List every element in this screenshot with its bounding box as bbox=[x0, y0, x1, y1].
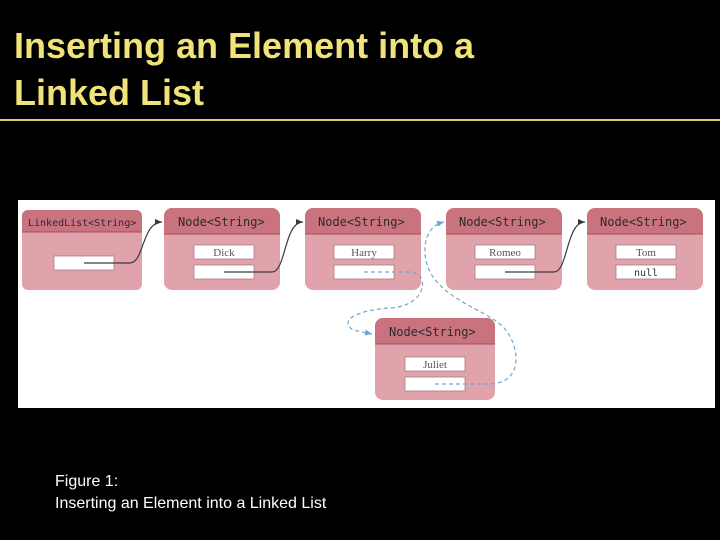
node-value: Tom bbox=[636, 247, 656, 259]
linkedlist-label: LinkedList<String> bbox=[28, 218, 136, 229]
caption-line-2: Inserting an Element into a Linked List bbox=[55, 495, 327, 512]
node-value: Romeo bbox=[489, 247, 521, 259]
juliet-to-romeo-link bbox=[424, 220, 517, 385]
linked-list-diagram: LinkedList<String> Node<String> Dick Nod… bbox=[22, 208, 703, 400]
node-type-label: Node<String> bbox=[600, 215, 687, 229]
figure-caption: Figure 1: Inserting an Element into a Li… bbox=[55, 471, 326, 515]
title-line-1: Inserting an Element into a bbox=[14, 25, 475, 66]
node-harry: Node<String> Harry bbox=[305, 208, 421, 290]
node-tom: Node<String> Tom null bbox=[587, 208, 703, 290]
slide-title: Inserting an Element into a Linked List bbox=[14, 22, 704, 116]
node-value: Harry bbox=[351, 247, 377, 259]
node-type-label: Node<String> bbox=[318, 215, 405, 229]
node-romeo: Node<String> Romeo bbox=[446, 208, 562, 290]
node-type-label: Node<String> bbox=[178, 215, 265, 229]
next-link-arrow bbox=[224, 219, 304, 273]
data-field bbox=[333, 244, 395, 260]
title-line-2: Linked List bbox=[14, 72, 205, 113]
linkedlist-box: LinkedList<String> bbox=[22, 210, 142, 290]
caption-line-1: Figure 1: bbox=[55, 473, 119, 490]
figure-panel: LinkedList<String> Node<String> Dick Nod… bbox=[18, 200, 715, 408]
node-type-label: Node<String> bbox=[459, 215, 546, 229]
data-field bbox=[193, 244, 255, 260]
node-value: Juliet bbox=[423, 359, 447, 371]
node-type-label: Node<String> bbox=[389, 325, 476, 339]
node-next: null bbox=[634, 268, 658, 279]
first-link-arrow bbox=[84, 219, 163, 264]
data-field bbox=[474, 244, 536, 260]
harry-to-juliet-link bbox=[347, 271, 424, 336]
data-field bbox=[404, 356, 466, 372]
node-dick: Node<String> Dick bbox=[164, 208, 280, 290]
next-link-arrow bbox=[505, 219, 586, 273]
next-field bbox=[615, 264, 677, 280]
title-divider bbox=[0, 119, 720, 121]
node-value: Dick bbox=[213, 247, 235, 259]
node-juliet: Node<String> Juliet bbox=[375, 318, 495, 400]
data-field bbox=[615, 244, 677, 260]
